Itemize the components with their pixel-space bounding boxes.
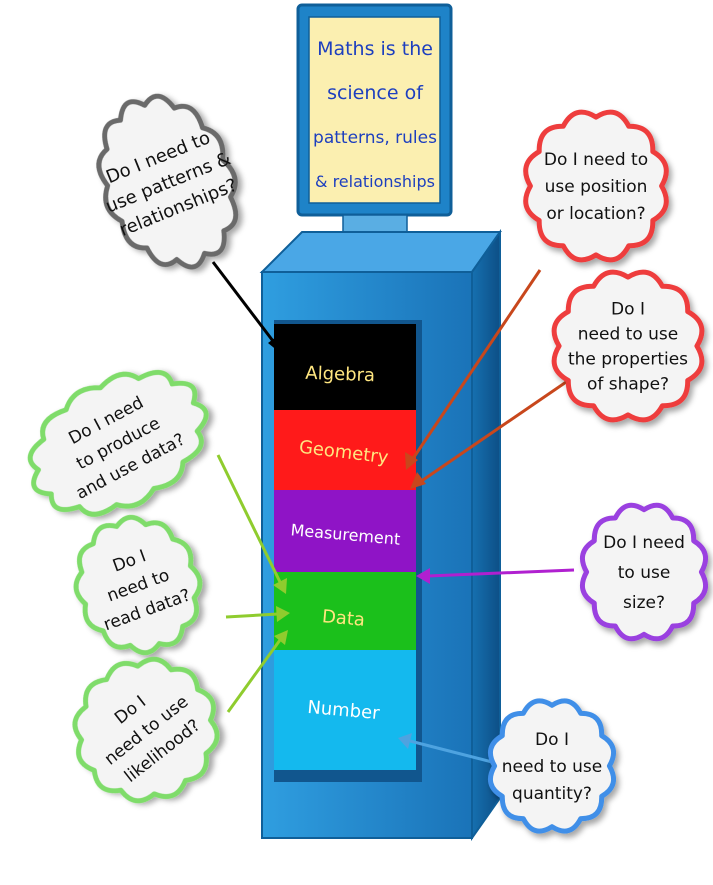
arrow-quantity-to-number bbox=[398, 733, 497, 765]
cloud-position: Do I need to use position or location? bbox=[523, 109, 669, 263]
cloud-size-line-1: Do I need bbox=[603, 533, 685, 553]
monitor-line-1: Maths is the bbox=[317, 38, 433, 60]
cloud-shape-line-2: need to use bbox=[578, 324, 678, 344]
cloud-shape-line-4: of shape? bbox=[587, 375, 669, 395]
cloud-quantity-line-2: need to use bbox=[502, 757, 602, 777]
arrow-read-to-data bbox=[225, 606, 290, 622]
cloud-shape-line-1: Do I bbox=[611, 299, 645, 319]
cloud-shape-line-3: the properties bbox=[568, 349, 688, 369]
monitor: Maths is the science of patterns, rules … bbox=[296, 3, 453, 246]
cabinet-top bbox=[259, 231, 502, 273]
cloud-position-line-2: use position bbox=[545, 177, 648, 197]
arrow-produce-to-data bbox=[216, 454, 287, 594]
arrow-patterns-to-algebra bbox=[211, 261, 284, 356]
drawer-label-data: Data bbox=[321, 606, 366, 631]
drawer-measurement bbox=[274, 490, 416, 572]
cloud-shape-quantity bbox=[487, 698, 617, 834]
cloud-shape-position bbox=[523, 109, 669, 263]
cloud-shape-produce bbox=[27, 370, 209, 517]
cloud-size: Do I need to use size? bbox=[579, 502, 709, 642]
cloud-position-line-3: or location? bbox=[546, 204, 645, 224]
monitor-neck bbox=[342, 214, 408, 234]
drawer-data bbox=[274, 572, 416, 650]
cloud-size-line-3: size? bbox=[623, 593, 665, 613]
drawer-geometry bbox=[274, 410, 416, 490]
cloud-shape-shape bbox=[551, 269, 705, 423]
arrow-size-to-measurement bbox=[416, 568, 575, 584]
arrow-shape-to-geometry bbox=[410, 376, 573, 489]
cloud-shape-size bbox=[579, 502, 709, 642]
monitor-screen bbox=[308, 16, 441, 204]
drawer-label-algebra: Algebra bbox=[305, 363, 375, 386]
arrow-likelihood-to-data bbox=[226, 630, 288, 713]
monitor-line-4: & relationships bbox=[315, 172, 435, 191]
drawer-algebra bbox=[274, 324, 416, 410]
cloud-shape-read bbox=[73, 514, 203, 656]
monitor-line-3: patterns, rules bbox=[313, 128, 437, 148]
cloud-quantity: Do I need to use quantity? bbox=[487, 698, 617, 834]
cloud-quantity-line-3: quantity? bbox=[512, 784, 592, 804]
monitor-line-2: science of bbox=[327, 82, 424, 104]
cloud-shape-patterns bbox=[96, 93, 239, 270]
cloud-shape: Do I need to use the properties of shape? bbox=[551, 269, 705, 423]
arrow-position-to-geometry bbox=[405, 269, 542, 470]
drawers: Algebra Geometry Measurement Data Number bbox=[274, 324, 416, 770]
cloud-position-line-1: Do I need to bbox=[544, 150, 648, 170]
cloud-shape-likelihood bbox=[72, 656, 220, 804]
arrows bbox=[211, 261, 575, 765]
cloud-quantity-line-1: Do I bbox=[535, 730, 569, 750]
drawer-number bbox=[274, 650, 416, 770]
cloud-size-line-2: to use bbox=[618, 563, 671, 583]
